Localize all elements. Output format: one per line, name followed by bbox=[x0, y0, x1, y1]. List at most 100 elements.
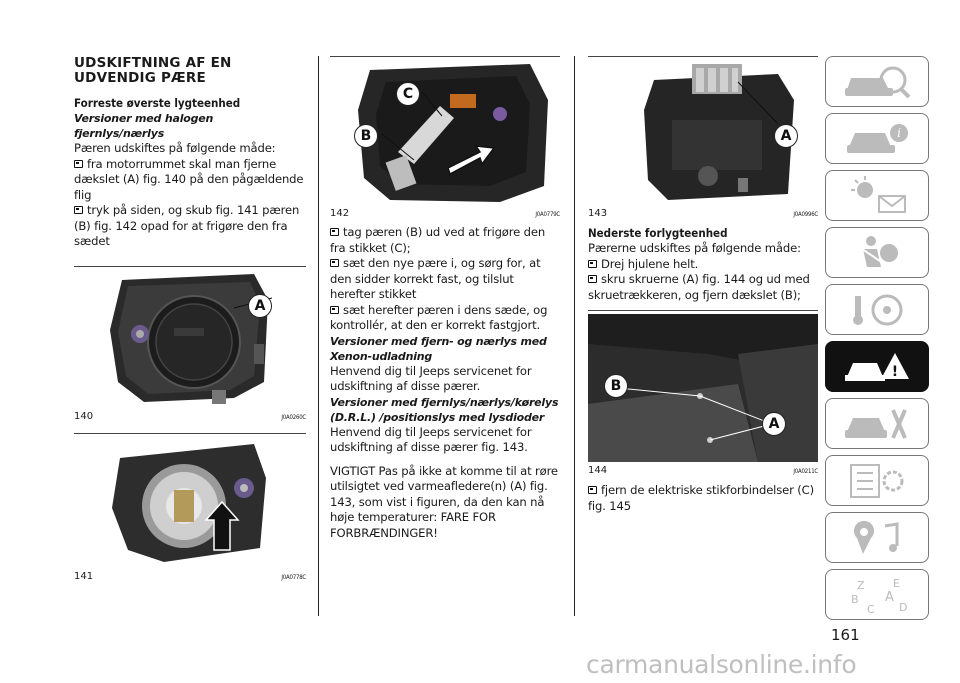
bullet-item: Drej hjulene helt. bbox=[588, 257, 818, 273]
car-service-tools-icon bbox=[845, 408, 907, 439]
figure-code: J0A0211C bbox=[793, 468, 818, 475]
bullet-icon bbox=[588, 259, 597, 268]
section-heading-lower-unit: Nederste forlygteenhed bbox=[588, 226, 728, 240]
intro-text: Pæren udskiftes på følgende måde: bbox=[74, 141, 276, 155]
car-info-icon: i bbox=[847, 123, 908, 153]
callout-b: B bbox=[354, 124, 378, 148]
index-letter: E bbox=[893, 577, 900, 590]
figure-top-rule bbox=[74, 432, 306, 434]
bullet-item: sæt den nye pære i, og sørg for, at den … bbox=[330, 256, 560, 303]
figure-caption: 141 J0A0778C bbox=[74, 571, 306, 582]
bullet-text: sæt herefter pæren i dens sæde, og kontr… bbox=[330, 302, 548, 333]
column-divider-2 bbox=[574, 56, 575, 616]
figure-number: 140 bbox=[74, 410, 94, 422]
index-letter: C bbox=[867, 603, 875, 615]
bullet-icon bbox=[588, 275, 597, 283]
important-warning: VIGTIGT Pas på ikke at komme til at røre… bbox=[330, 463, 558, 540]
figure-top-rule bbox=[588, 310, 818, 311]
index-letter: Z bbox=[857, 579, 865, 592]
callout-c: C bbox=[396, 82, 420, 106]
page-number: 161 bbox=[831, 626, 860, 644]
bullet-text: sæt den nye pære i, og sørg for, at den … bbox=[330, 256, 541, 301]
column-2: B C 142 J0A0779C tag pæren (B) ud ved at… bbox=[330, 56, 560, 541]
bullet-item: skru skruerne (A) fig. 144 og ud med skr… bbox=[588, 272, 818, 303]
callout-a: A bbox=[248, 293, 272, 318]
bullet-icon bbox=[74, 206, 83, 214]
car-dashboard-icon bbox=[845, 66, 911, 98]
figure-141: 141 J0A0778C bbox=[74, 437, 306, 582]
bullet-item: fra motorrummet skal man fjerne dækslet … bbox=[74, 157, 306, 204]
figure-142: B C 142 J0A0779C bbox=[330, 60, 560, 219]
sun-envelope-icon bbox=[851, 175, 906, 213]
led-headlamp-heatsink-photo: A bbox=[588, 60, 818, 205]
figure-top-rule bbox=[330, 56, 560, 57]
index-letter: A bbox=[885, 590, 894, 605]
index-letter: D bbox=[899, 601, 907, 614]
bullet-item: sæt herefter pæren i dens sæde, og kontr… bbox=[330, 303, 560, 334]
callout-a: A bbox=[774, 124, 798, 148]
sub-heading-halogen: Versioner med halogen fjernlys/nærlys bbox=[74, 112, 214, 140]
bullet-icon bbox=[330, 259, 339, 267]
sidebar-item-technical-data[interactable] bbox=[825, 455, 929, 506]
airbag-safety-icon bbox=[858, 235, 898, 267]
figure-143: A 143 J0A0996C bbox=[588, 60, 818, 219]
bullet-text: fra motorrummet skal man fjerne dækslet … bbox=[74, 156, 304, 202]
figure-top-rule bbox=[588, 56, 818, 57]
figure-number: 142 bbox=[330, 208, 350, 219]
watermark-text: carmanualsonline.info bbox=[586, 650, 857, 679]
bullet-icon bbox=[330, 305, 339, 314]
figure-top-rule bbox=[74, 265, 306, 267]
bullet-item: tag pæren (B) ud ved at frigøre den fra … bbox=[330, 225, 560, 256]
callout-b: B bbox=[604, 374, 628, 398]
bullet-text: skru skruerne (A) fig. 144 og ud med skr… bbox=[588, 272, 810, 302]
sidebar-item-maintenance[interactable] bbox=[825, 398, 929, 449]
figure-code: J0A0996C bbox=[793, 211, 818, 218]
bullet-icon bbox=[330, 228, 339, 236]
xenon-text: Henvend dig til Jeeps servicenet for uds… bbox=[330, 363, 532, 394]
figure-caption: 143 J0A0996C bbox=[588, 208, 818, 219]
figure-number: 141 bbox=[74, 570, 94, 582]
checklist-gear-icon bbox=[850, 463, 904, 498]
chapter-sidebar: i ! bbox=[825, 56, 929, 626]
bullet-icon bbox=[74, 159, 83, 168]
bullet-text: tag pæren (B) ud ved at frigøre den fra … bbox=[330, 225, 546, 255]
headlamp-cover-photo: A bbox=[104, 269, 276, 408]
sidebar-item-emergency[interactable]: ! bbox=[825, 341, 929, 392]
lower-headlamp-cover-photo: B A bbox=[588, 314, 818, 462]
multimedia-icon bbox=[854, 520, 899, 554]
sidebar-item-index[interactable]: Z E B A C D bbox=[825, 569, 929, 620]
figure-caption: 142 J0A0779C bbox=[330, 208, 560, 219]
car-warning-emergency-icon: ! bbox=[845, 352, 909, 381]
index-letter: B bbox=[851, 593, 859, 606]
figure-code: J0A0260C bbox=[281, 413, 306, 421]
sidebar-item-lights-messages[interactable] bbox=[825, 170, 929, 221]
figure-caption: 140 J0A0260C bbox=[74, 411, 306, 422]
column-divider-1 bbox=[318, 56, 319, 616]
drl-text: Henvend dig til Jeeps servicenet for uds… bbox=[330, 424, 532, 455]
sidebar-item-dashboard[interactable] bbox=[825, 56, 929, 107]
page-title: UDSKIFTNING AF EN UDVENDIG PÆRE bbox=[74, 55, 232, 86]
column-1: UDSKIFTNING AF EN UDVENDIG PÆRE Forreste… bbox=[74, 56, 306, 582]
figure-code: J0A0778C bbox=[281, 573, 306, 581]
bullet-item: tryk på siden, og skub fig. 141 pæren (B… bbox=[74, 203, 306, 250]
figure-number: 144 bbox=[588, 465, 608, 476]
bullet-text: fjern de elektriske stikforbindelser (C)… bbox=[588, 483, 814, 513]
section-heading-upper-unit: Forreste øverste lygteenhed bbox=[74, 96, 241, 110]
bullet-item: fjern de elektriske stikforbindelser (C)… bbox=[588, 483, 818, 514]
figure-code: J0A0779C bbox=[535, 211, 560, 218]
alphabetical-index-icon: Z E B A C D bbox=[851, 577, 907, 615]
sidebar-item-multimedia[interactable] bbox=[825, 512, 929, 563]
figure-140: A 140 J0A0260C bbox=[74, 269, 306, 422]
sidebar-item-car-info[interactable]: i bbox=[825, 113, 929, 164]
headlamp-bulb-push-photo bbox=[104, 437, 276, 568]
figure-144: B A 144 J0A0211C bbox=[588, 314, 818, 476]
steering-wheel-key-icon bbox=[853, 294, 903, 325]
heading-drl-led: Versioner med fjernlys/nærlys/kørelys (D… bbox=[330, 395, 559, 424]
sidebar-item-safety[interactable] bbox=[825, 227, 929, 278]
bulb-removal-photo: B C bbox=[330, 60, 560, 205]
bullet-text: tryk på siden, og skub fig. 141 pæren (B… bbox=[74, 203, 300, 248]
svg-text:!: ! bbox=[892, 364, 898, 380]
column-3: A 143 J0A0996C Nederste forlygteenhed Pæ… bbox=[588, 56, 818, 514]
sidebar-item-start-drive[interactable] bbox=[825, 284, 929, 335]
bullet-text: Drej hjulene helt. bbox=[601, 256, 699, 271]
